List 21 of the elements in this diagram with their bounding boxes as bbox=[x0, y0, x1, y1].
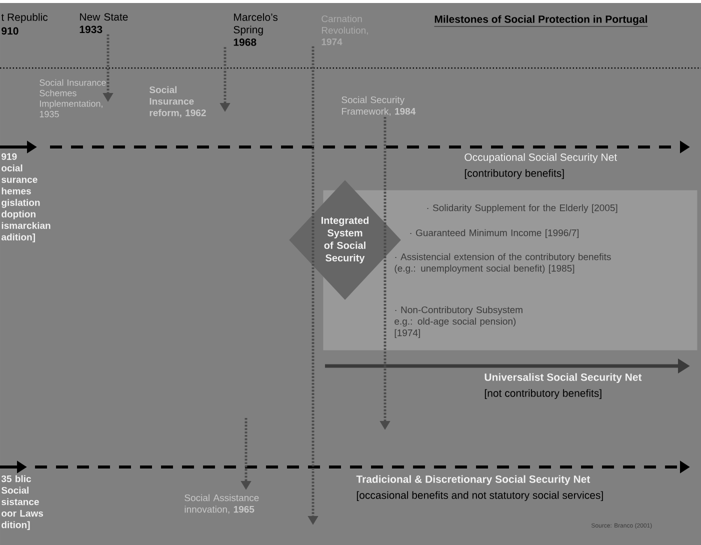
milestone-label: Social Assistance innovation, 1965 bbox=[184, 494, 259, 514]
milestone-label: Social Security Framework, 1984 bbox=[342, 96, 416, 116]
panel bbox=[323, 190, 698, 350]
net-origin-label: 35 blic Social sistance oor Laws dition] bbox=[1, 475, 44, 530]
net-label: [occasional benefits and not statutory social services] bbox=[356, 491, 603, 501]
bullet-item: · Non-Contributory Subsystem e.g.: old-age social pension) [1974] bbox=[394, 306, 522, 338]
net-label: Universalist Social Security Net bbox=[484, 373, 642, 383]
net-label: Occupational Social Security Net bbox=[464, 153, 617, 163]
milestone-label: Social Insurance Schemes Implementation, 1935 bbox=[40, 79, 106, 118]
era-label: t Republic bbox=[1, 13, 48, 23]
title: Milestones of Social Protection in Portugal bbox=[434, 15, 648, 27]
bullet-item: · Solidarity Supplement for the Elderly [2005] bbox=[427, 204, 618, 214]
bullet-item: · Guaranteed Minimum Income [1996/7] bbox=[410, 229, 579, 238]
net-label: [contributory benefits] bbox=[464, 169, 564, 179]
era-label: New State 1933 bbox=[80, 13, 128, 34]
era-label: Marcelo’s Spring 1968 bbox=[234, 13, 278, 46]
net-origin-label: 919 ocial surance hemes gislation doption ismarckian adition] bbox=[2, 153, 50, 242]
era-label: 910 bbox=[2, 27, 18, 35]
net-label: [not contributory benefits] bbox=[484, 389, 602, 399]
net-label: Tradicional & Discretionary Social Security Net bbox=[356, 475, 590, 485]
milestone-label: Social Insurance reform, 1962 bbox=[149, 86, 206, 118]
